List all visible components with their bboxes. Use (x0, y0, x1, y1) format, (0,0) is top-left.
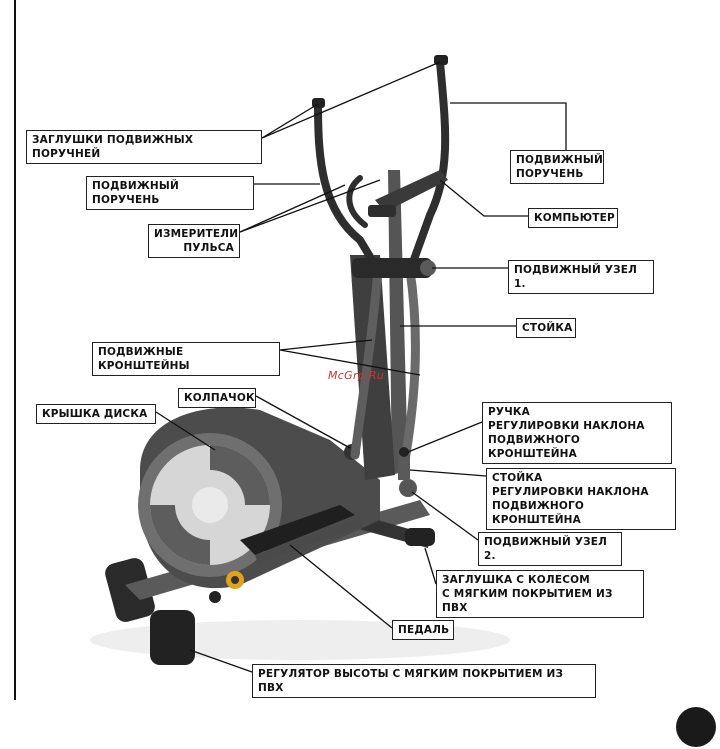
label-disc-cover: КРЫШКА ДИСКА (36, 404, 156, 424)
computer-console (368, 170, 448, 217)
moving-joint-1 (352, 258, 436, 278)
label-moving-handlebar-right: ПОДВИЖНЫЙ ПОРУЧЕНЬ (510, 150, 604, 184)
tilt-knob (399, 447, 409, 457)
leader-lines (155, 61, 567, 673)
label-tilt-knob: РУЧКА РЕГУЛИРОВКИ НАКЛОНА ПОДВИЖНОГО КРО… (482, 402, 672, 464)
handlebars (314, 58, 450, 269)
label-moving-handlebar-left: ПОДВИЖНЫЙ ПОРУЧЕНЬ (86, 176, 254, 210)
label-tilt-post: СТОЙКА РЕГУЛИРОВКИ НАКЛОНА ПОДВИЖНОГО КР… (486, 468, 676, 530)
label-wheel-cap: ЗАГЛУШКА С КОЛЕСОМ С МЯГКИМ ПОКРЫТИЕМ ИЗ… (436, 570, 644, 618)
moving-arms (350, 265, 420, 465)
flywheel-housing (138, 407, 380, 603)
label-pedal: ПЕДАЛЬ (392, 620, 454, 640)
label-height-leveler: РЕГУЛЯТОР ВЫСОТЫ С МЯГКИМ ПОКРЫТИЕМ ИЗ П… (252, 664, 596, 698)
label-computer: КОМПЬЮТЕР (528, 208, 618, 228)
tilt-post (398, 455, 410, 480)
label-cap: КОЛПАЧОК (178, 388, 256, 408)
page-margin-rule (14, 0, 16, 700)
label-handlebar-caps: ЗАГЛУШКИ ПОДВИЖНЫХ ПОРУЧНЕЙ (26, 130, 262, 164)
front-stabilizer (355, 515, 435, 548)
label-moving-joint-2: ПОДВИЖНЫЙ УЗЕЛ 2. (478, 532, 622, 566)
label-moving-brackets: ПОДВИЖНЫЕ КРОНШТЕЙНЫ (92, 342, 280, 376)
label-post: СТОЙКА (516, 318, 576, 338)
watermark: McGrp.Ru (328, 369, 385, 382)
pedal (240, 505, 362, 563)
label-pulse-sensors: ИЗМЕРИТЕЛИ ПУЛЬСА (148, 224, 240, 258)
label-moving-joint-1: ПОДВИЖНЫЙ УЗЕЛ 1. (508, 260, 654, 294)
page-marker (676, 707, 716, 747)
